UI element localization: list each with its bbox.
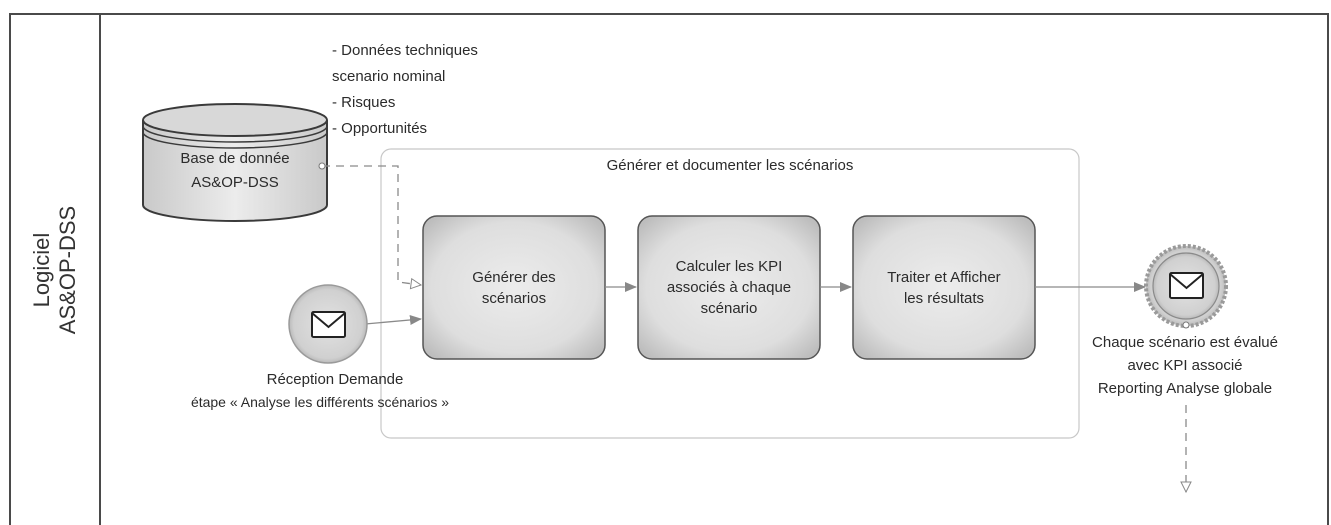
task-1-label: Générer des scénarios: [423, 216, 605, 359]
database-store[interactable]: [142, 103, 328, 222]
database-label-line1: Base de donnée: [180, 150, 290, 167]
task-3-label: Traiter et Afficher les résultats: [853, 216, 1035, 359]
annotation-line2: scenario nominal: [332, 68, 446, 85]
data-annotation: - Données techniques scenario nominal - …: [332, 38, 478, 142]
lane-label-line1: Logiciel: [29, 232, 54, 308]
task-2-line3: scénario: [700, 300, 758, 317]
task-3-line2: les résultats: [903, 289, 985, 307]
subprocess-title: Générer et documenter les scénarios: [606, 157, 854, 174]
end-event-line2: avec KPI associé: [1127, 357, 1243, 374]
start-event-label: Réception Demande étape « Analyse les di…: [130, 368, 510, 414]
data-association-line: [322, 165, 421, 285]
end-event-line1: Chaque scénario est évalué: [1092, 334, 1278, 351]
task-3-line1: Traiter et Afficher: [887, 268, 1001, 286]
database-label: Base de donnée AS&OP-DSS: [145, 147, 325, 195]
end-event-line3: Reporting Analyse globale: [1097, 380, 1273, 397]
envelope-icon: [311, 311, 346, 338]
annotation-line1: - Données techniques: [332, 42, 478, 59]
database-label-line2: AS&OP-DSS: [191, 174, 279, 191]
flow-start-to-task1: [364, 314, 422, 325]
start-event-line2: étape « Analyse les différents scénarios…: [190, 394, 450, 410]
annotation-line4: - Opportunités: [332, 120, 428, 137]
task-1-line1: Générer des: [472, 268, 556, 286]
lane-label-line2: AS&OP-DSS: [55, 205, 80, 335]
association-origin-dot: [318, 162, 326, 170]
start-event[interactable]: [288, 284, 368, 364]
task-2-line2: associés à chaque: [666, 279, 792, 296]
end-event-label: Chaque scénario est évalué avec KPI asso…: [1050, 331, 1320, 400]
end-event[interactable]: [1144, 244, 1228, 329]
envelope-icon: [1169, 272, 1204, 299]
task-2-label: Calculer les KPI associés à chaque scéna…: [638, 216, 820, 359]
annotation-line3: - Risques: [332, 94, 396, 111]
task-2-line1: Calculer les KPI: [675, 258, 783, 275]
start-event-line1: Réception Demande: [266, 371, 404, 388]
task-1-line2: scénarios: [481, 289, 547, 307]
